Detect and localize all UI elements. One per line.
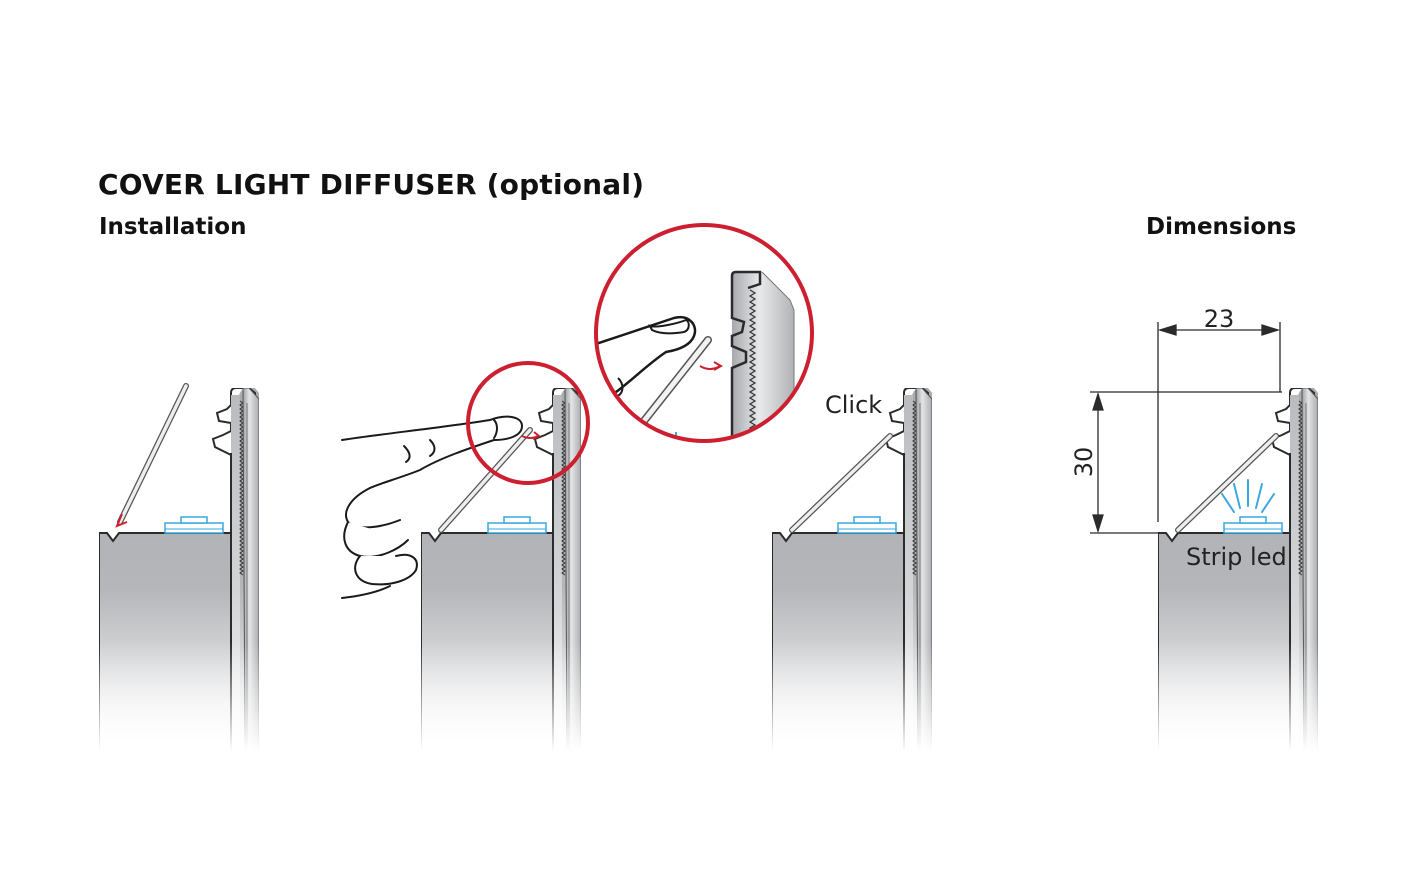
click-label: Click (825, 391, 882, 419)
led-light-rays (1221, 479, 1275, 513)
page-title: COVER LIGHT DIFFUSER (optional) (98, 168, 645, 201)
step-2-diffuser (438, 427, 533, 533)
installation-heading: Installation (99, 214, 247, 240)
dimension-diffuser (1175, 433, 1279, 533)
strip-led-label: Strip led (1186, 543, 1287, 571)
step-1-profile (98, 387, 260, 752)
height-dimension-line (1090, 391, 1282, 534)
height-value: 30 (1070, 447, 1098, 478)
width-dimension-line (1157, 322, 1281, 522)
zoom-indicator-small (466, 361, 590, 485)
step-3-profile (771, 387, 933, 752)
step-3-diffuser (789, 433, 893, 533)
width-value: 23 (1204, 305, 1235, 333)
step-2-led-strip (487, 516, 547, 534)
step-1-diffuser (115, 383, 189, 528)
zoom-detail (594, 223, 814, 443)
hand-illustration (341, 415, 523, 599)
step-3-led-strip (837, 516, 897, 534)
dimension-led-strip (1223, 516, 1283, 534)
step-1-led-strip (164, 516, 224, 534)
dimensions-heading: Dimensions (1146, 214, 1297, 240)
